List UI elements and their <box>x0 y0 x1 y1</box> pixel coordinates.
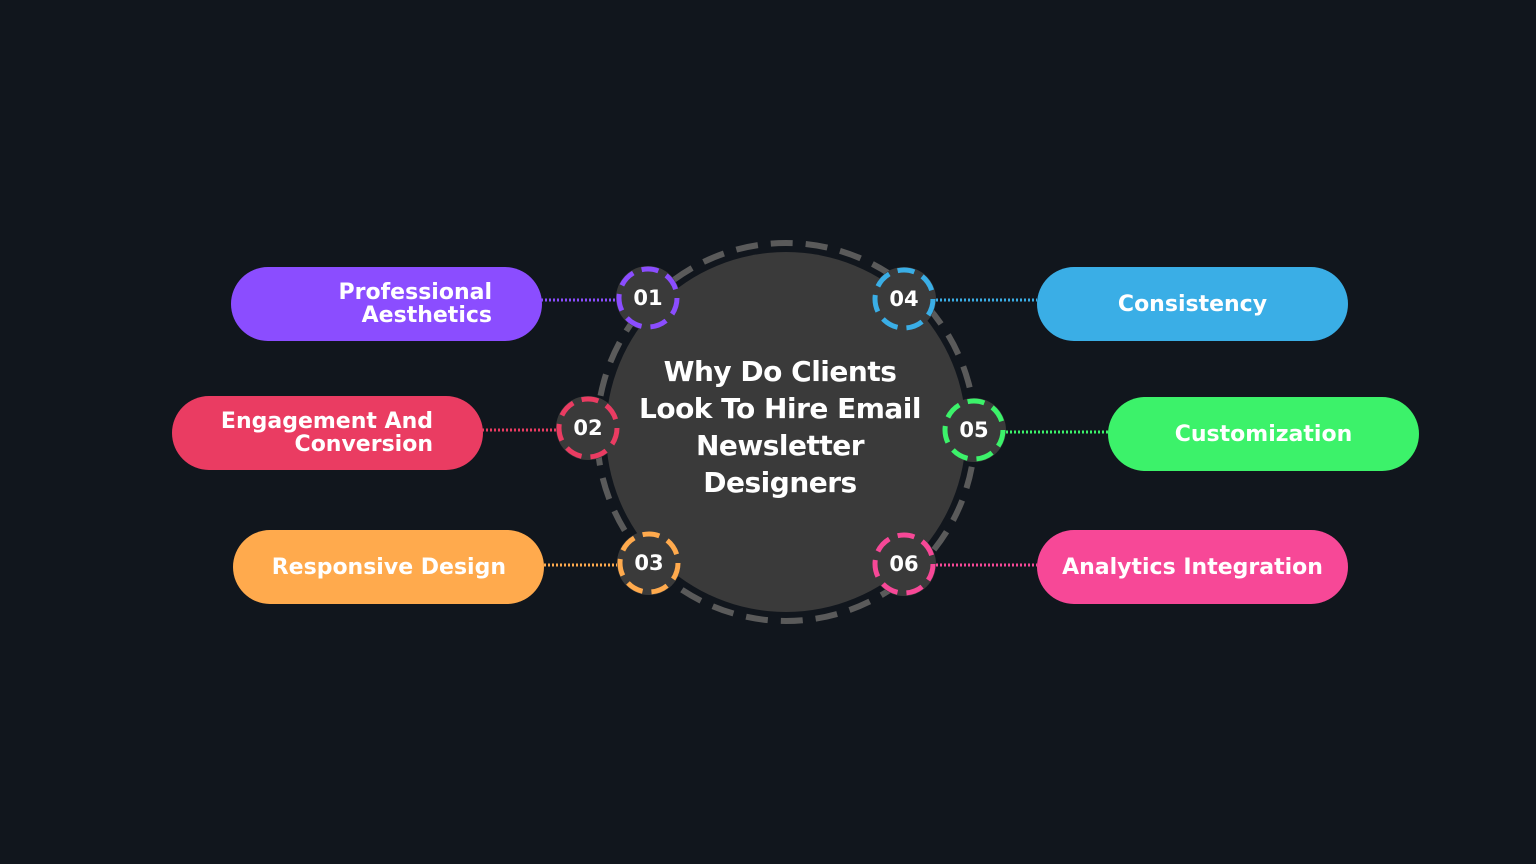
number-badge-02: 02 <box>556 396 620 460</box>
number-badge-04: 04 <box>872 267 936 331</box>
item-label-01: Professional Aesthetics <box>338 280 492 328</box>
item-label-06: Analytics Integration <box>1062 554 1323 580</box>
item-label-05: Customization <box>1174 421 1353 447</box>
badge-number-06: 06 <box>889 552 919 576</box>
item-pill-01: Professional Aesthetics <box>231 267 542 341</box>
badge-number-02: 02 <box>573 416 603 440</box>
item-pill-03: Responsive Design <box>233 530 544 604</box>
number-badge-01: 01 <box>616 266 680 330</box>
badge-number-01: 01 <box>633 286 663 310</box>
item-label-02: Engagement And Conversion <box>220 409 433 457</box>
badge-number-04: 04 <box>889 287 919 311</box>
badge-number-05: 05 <box>959 418 989 442</box>
item-pill-05: Customization <box>1108 397 1419 471</box>
item-pill-06: Analytics Integration <box>1037 530 1348 604</box>
item-pill-04: Consistency <box>1037 267 1348 341</box>
number-badge-03: 03 <box>617 531 681 595</box>
item-label-03: Responsive Design <box>271 554 506 580</box>
hub-circle <box>606 252 966 612</box>
hub-title: Why Do Clients Look To Hire Email Newsle… <box>638 355 922 499</box>
number-badge-06: 06 <box>872 532 936 596</box>
badge-number-03: 03 <box>634 551 664 575</box>
number-badge-05: 05 <box>942 398 1006 462</box>
item-label-04: Consistency <box>1117 291 1268 317</box>
item-pill-02: Engagement And Conversion <box>172 396 483 470</box>
connector-lines <box>482 298 1108 567</box>
